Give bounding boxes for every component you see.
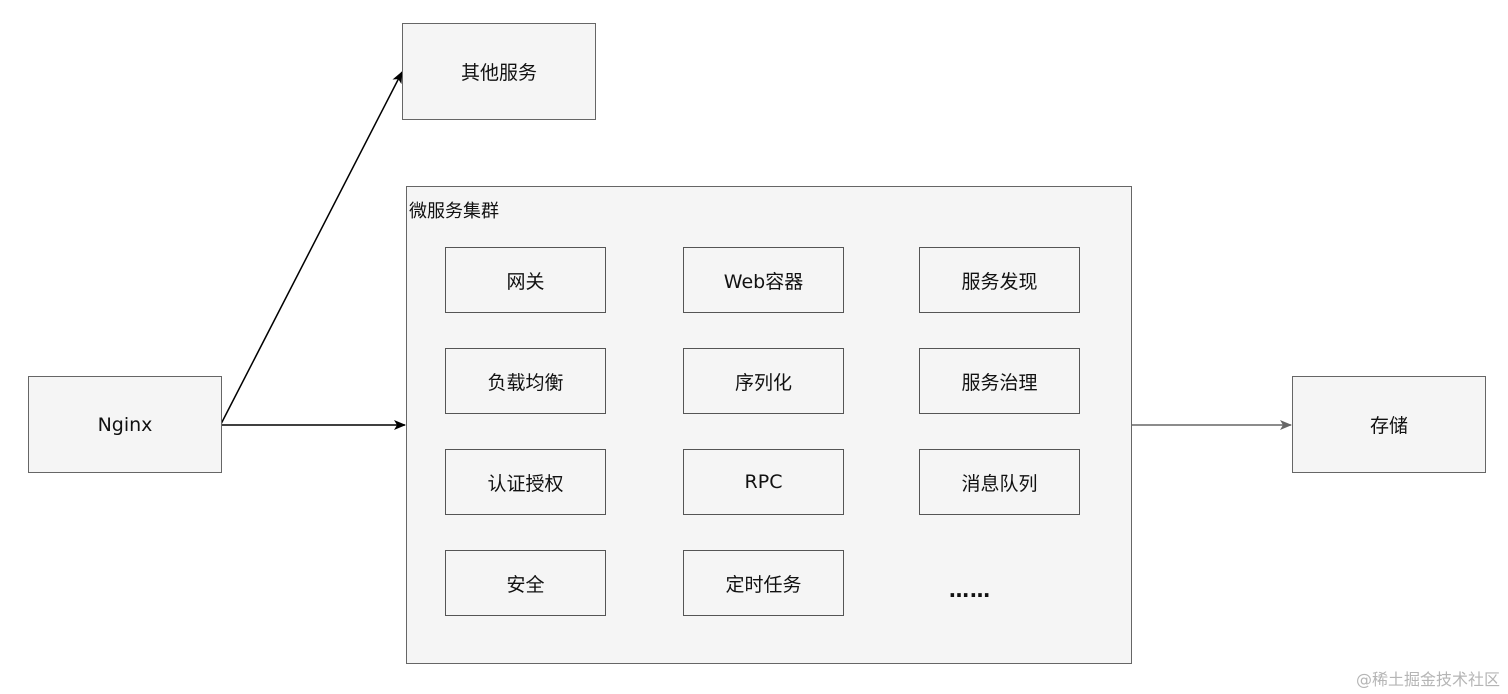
storage-box: 存储 [1292, 376, 1486, 473]
cluster-item-label: 消息队列 [961, 472, 1038, 495]
cluster-item-label: 服务治理 [961, 371, 1038, 394]
cluster-item-label: Web容器 [723, 270, 804, 293]
cluster-item-authentication: 认证授权 [445, 449, 606, 515]
cluster-title: 微服务集群 [409, 201, 499, 222]
other-services-box: 其他服务 [402, 23, 596, 120]
arrow-nginx-to-other-services [220, 71, 403, 425]
cluster-item-load-balancing: 负载均衡 [445, 348, 606, 414]
cluster-item-rpc: RPC [683, 449, 844, 515]
storage-label: 存储 [1369, 415, 1408, 437]
nginx-box: Nginx [28, 376, 222, 473]
cluster-item-label: 负载均衡 [487, 371, 564, 394]
cluster-item-security: 安全 [445, 550, 606, 616]
cluster-item-label: 安全 [506, 573, 545, 596]
other-services-label: 其他服务 [460, 62, 537, 84]
watermark: @稀土掘金技术社区 [1355, 670, 1500, 689]
cluster-item-gateway: 网关 [445, 247, 606, 313]
cluster-item-message-queue: 消息队列 [919, 449, 1080, 515]
more-items-ellipsis: …… [949, 578, 991, 602]
cluster-item-service-governance: 服务治理 [919, 348, 1080, 414]
nginx-label: Nginx [97, 413, 153, 436]
cluster-item-label: 序列化 [734, 371, 792, 394]
cluster-item-scheduled-tasks: 定时任务 [683, 550, 844, 616]
cluster-item-label: 认证授权 [487, 472, 564, 495]
cluster-item-label: 服务发现 [961, 270, 1038, 293]
cluster-item-web-container: Web容器 [683, 247, 844, 313]
cluster-item-service-discovery: 服务发现 [919, 247, 1080, 313]
cluster-item-serialization: 序列化 [683, 348, 844, 414]
cluster-item-label: 定时任务 [725, 573, 802, 596]
cluster-item-label: RPC [744, 471, 783, 493]
cluster-item-label: 网关 [506, 270, 545, 293]
